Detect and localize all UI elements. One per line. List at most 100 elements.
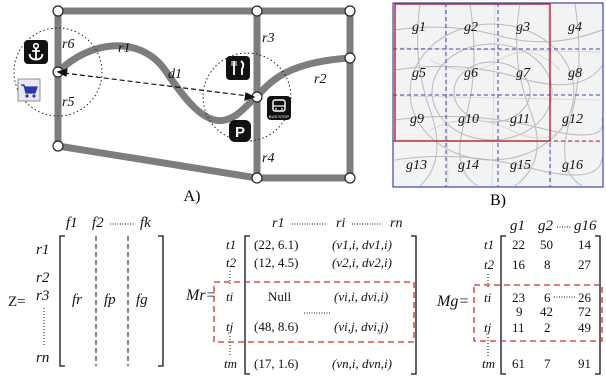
mg-cell: 49 [578, 320, 591, 335]
mg-cell: 7 [544, 356, 551, 371]
mr-cell-tj-b: (vi,j, dvi,j) [334, 319, 388, 334]
mr-cell-ti-b: (vi,i, dvi,i) [334, 289, 388, 304]
bus-stop-icon [267, 96, 291, 120]
matrix-z: Z= f1 f2 fk r1 r2 r3 rn fr fp fg [8, 215, 164, 367]
z-block-fr: fr [72, 292, 82, 308]
road-network [54, 7, 354, 182]
mr-col-r1: r1 [272, 216, 284, 231]
grid-labels: g1 g2 g3 g4 g5 g6 g7 g8 g9 g10 g11 g12 g… [406, 20, 583, 173]
mg-cell: 50 [540, 237, 553, 252]
restaurant-icon [226, 56, 250, 80]
bus-stop-text: BUS STOP [269, 114, 289, 119]
grid-label-g6: g6 [464, 66, 478, 81]
mg-cell: 8 [544, 257, 551, 272]
grid-label-g8: g8 [568, 66, 582, 81]
road-r1 [54, 42, 261, 125]
mr-cell-ti-a: Null [268, 289, 292, 304]
mg-cell: 14 [578, 237, 592, 252]
mr-highlight-box [213, 281, 415, 343]
z-row-r1: r1 [36, 242, 49, 258]
caption-b: B) [490, 192, 506, 209]
mr-row-t2: t2 [226, 255, 237, 270]
road-r2 [253, 54, 354, 101]
mr-row-ti: ti [226, 289, 234, 304]
parking-letter: P [235, 124, 245, 141]
z-col-f2: f2 [92, 215, 104, 231]
poi-radius-left [13, 27, 103, 117]
road-label-r5: r5 [62, 95, 74, 110]
node-top-mid [251, 5, 263, 17]
grid-label-g2: g2 [464, 20, 478, 35]
mg-cell: 2 [544, 320, 551, 335]
intersections [52, 5, 356, 184]
mg-cell: 72 [578, 304, 591, 319]
road-label-r6: r6 [62, 37, 74, 52]
z-row-r2: r2 [36, 270, 50, 286]
grid-label-g5: g5 [412, 66, 426, 81]
z-block-fg: fg [136, 292, 148, 308]
node-bottom-mid [251, 172, 263, 184]
mr-cell-tm-b: (vn,i, dvn,i) [332, 356, 392, 371]
mg-cell: 91 [578, 356, 591, 371]
distance-arrow [56, 68, 256, 101]
grid-label-g4: g4 [568, 20, 582, 35]
grid-label-g16: g16 [562, 158, 583, 173]
z-row-rn: rn [36, 350, 49, 366]
mr-cell-tj-a: (48, 8.6) [254, 319, 298, 334]
distance-label-d1: d1 [168, 67, 182, 82]
caption-a: A) [184, 188, 201, 205]
node-right-mid [344, 52, 356, 64]
mg-cell: 11 [512, 320, 525, 335]
mg-row-ti: ti [484, 290, 492, 305]
mr-cell-t1-a: (22, 6.1) [254, 237, 298, 252]
shopping-cart-icon [17, 78, 41, 102]
mr-col-rn: rn [390, 216, 402, 231]
grid-label-g14: g14 [458, 158, 479, 173]
mg-cell: 22 [512, 237, 525, 252]
node-bottom-right [344, 172, 356, 184]
mg-row-tj: tj [484, 320, 492, 335]
mg-col-g1: g1 [510, 218, 525, 234]
grid-label-g13: g13 [406, 158, 427, 173]
grid-lines [392, 2, 604, 188]
mg-row-t1: t1 [484, 237, 494, 252]
mg-cell: 6 [544, 290, 551, 305]
mg-cell: 9 [516, 304, 523, 319]
matrix-mr: Mr= r1 ri rn t1 t2 ti tj tm (22, 6.1) (v… [185, 216, 417, 375]
mg-col-g2: g2 [538, 218, 554, 234]
z-col-fk: fk [140, 215, 151, 231]
grid-label-g12: g12 [562, 112, 583, 127]
grid-label-g15: g15 [510, 158, 531, 173]
road-label-r1: r1 [118, 41, 130, 56]
z-col-f1: f1 [66, 215, 78, 231]
anchor-icon [24, 40, 48, 64]
grid-label-g10: g10 [458, 112, 479, 127]
matrix-mr-name: Mr= [185, 287, 216, 304]
mr-row-t1: t1 [226, 237, 236, 252]
grid-label-g3: g3 [516, 20, 530, 35]
mg-highlight-box [473, 284, 603, 342]
mr-cell-tm-a: (17, 1.6) [254, 356, 298, 371]
mg-cell: 27 [578, 257, 592, 272]
mg-row-tm: tm [482, 356, 495, 371]
z-row-r3: r3 [36, 288, 49, 304]
road-label-r4: r4 [262, 151, 274, 166]
grid-label-g7: g7 [516, 66, 531, 81]
grid-label-g9: g9 [410, 112, 424, 127]
road-bottom-left [54, 142, 261, 182]
mg-cell: 23 [512, 290, 525, 305]
mg-cell: 61 [512, 356, 525, 371]
parking-icon [229, 120, 251, 142]
node-top-left [52, 5, 64, 17]
mr-cell-t2-a: (12, 4.5) [254, 255, 298, 270]
matrix-z-name: Z= [8, 294, 26, 310]
grid-label-g1: g1 [412, 20, 426, 35]
mr-col-ri: ri [336, 216, 345, 231]
mr-row-tj: tj [226, 319, 234, 334]
node-top-right [344, 5, 356, 17]
road-label-r2: r2 [314, 72, 326, 87]
mg-cell: 26 [578, 290, 592, 305]
mr-cell-t1-b: (v1,i, dv1,i) [332, 237, 392, 252]
mr-cell-t2-b: (v2,i, dv2,i) [332, 255, 392, 270]
